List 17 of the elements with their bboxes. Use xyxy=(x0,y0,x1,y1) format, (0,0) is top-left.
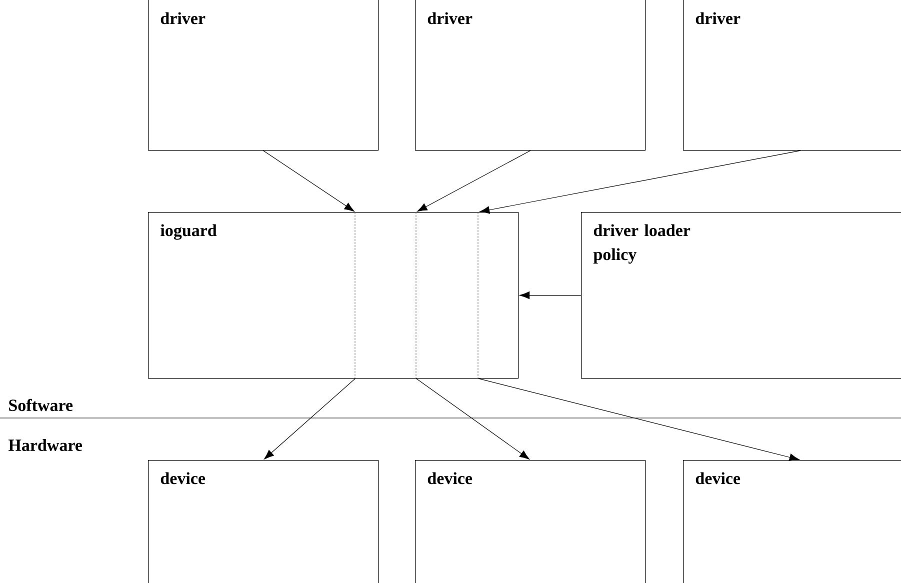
arrow xyxy=(478,378,800,462)
arrow xyxy=(264,378,356,460)
process-box: driver xyxy=(148,0,379,151)
layer-label: Software xyxy=(9,398,73,412)
process-box: driver xyxy=(415,0,646,151)
process-box: driver xyxy=(683,0,901,151)
process-box: driver loader policy xyxy=(581,212,901,379)
process-box: device xyxy=(415,460,646,583)
layer-label: Hardware xyxy=(8,439,82,451)
arrow xyxy=(263,150,354,212)
process-box: device xyxy=(148,460,379,583)
process-box: device xyxy=(683,460,901,583)
arrow xyxy=(416,378,530,460)
arrow xyxy=(520,292,582,300)
arrow xyxy=(480,150,801,214)
process-box: ioguard xyxy=(148,212,519,379)
arrow xyxy=(417,150,531,212)
